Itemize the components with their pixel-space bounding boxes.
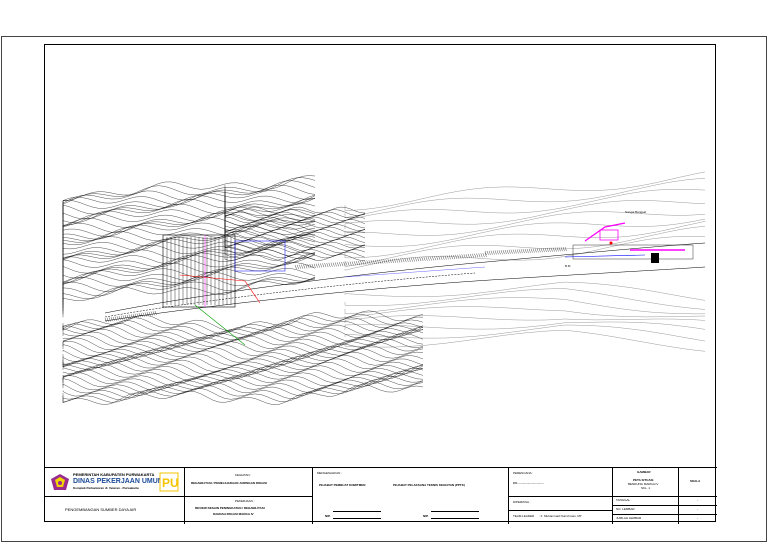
title-line-3: SKL. 1 xyxy=(641,486,651,490)
weir-structure xyxy=(162,234,486,346)
approval-label: MENGESAHKAN : xyxy=(317,471,343,475)
team-leader-label: TEAM LEADER xyxy=(513,514,535,518)
bm-label: B.M xyxy=(565,264,571,268)
svg-text:PU: PU xyxy=(162,476,179,490)
pptk-signature-line xyxy=(431,511,479,512)
title-line-2: BENDUNG MARGA IV xyxy=(628,482,659,486)
jumlah-lembar-value: - xyxy=(697,516,698,520)
perencana-label: PERENCANA : xyxy=(513,471,534,475)
consultant-divider-2 xyxy=(509,510,612,511)
red-point xyxy=(609,241,613,245)
pptk-title: PEJABAT PELAKSANA TEKNIS KEGIATAN (PPTK) xyxy=(393,483,465,487)
skala-label: SKALA xyxy=(690,479,701,483)
title-line-1: PETA SITUASI xyxy=(633,478,654,482)
tb-consultant-cell: PERENCANA : CV. ........................… xyxy=(509,468,613,524)
canal-structure-right xyxy=(564,222,694,263)
meta-divider-2 xyxy=(613,505,717,506)
magenta-structure-box xyxy=(599,229,619,241)
tb-scale-cell: SKALA - - - xyxy=(679,468,717,524)
intake-outline xyxy=(234,240,286,272)
contour-lines xyxy=(62,175,424,405)
nip-right-line xyxy=(431,518,479,519)
river-name-label: Sungai Bangsal xyxy=(625,210,646,214)
tanggal-label: TANGGAL xyxy=(616,498,631,502)
meta-divider-1 xyxy=(613,496,717,497)
org-line-3: Komplek Perkantoran Jl. Veteran - Purwak… xyxy=(73,486,139,490)
kegiatan-value: REHABILITASI / PEMELIHARAAN JARINGAN IRI… xyxy=(191,481,267,485)
drawing-sheet: Sungai Bangsal B.M PEMERINTAH KABUPATEN … xyxy=(44,44,717,524)
nip-right: NIP. xyxy=(423,514,429,518)
tb-title-cell: GAMBAR PETA SITUASI BENDUNG MARGA IV SKL… xyxy=(613,468,717,524)
perencana-value: CV. .............................. xyxy=(513,481,544,485)
pekerjaan-value-1: REVIEW DESAIN PENINGKATAN / REHABILITASI xyxy=(195,506,265,510)
tanggal-value: - xyxy=(697,498,698,502)
ppk-title: PEJABAT PEMBUAT KOMITMEN xyxy=(319,483,366,487)
gambar-label: GAMBAR xyxy=(637,470,651,474)
nip-left-line xyxy=(333,518,381,519)
nip-left: NIP. xyxy=(325,514,331,518)
ppk-signature-line xyxy=(333,511,381,512)
title-block: PEMERINTAH KABUPATEN PURWAKARTA DINAS PE… xyxy=(45,467,717,524)
outer-frame xyxy=(1,36,767,542)
no-lembar-label: NO. LEMBAR xyxy=(616,507,635,511)
org-line-2: DINAS PEKERJAAN UMUM xyxy=(73,478,164,485)
magenta-structure-line xyxy=(584,222,626,242)
org-line-1: PEMERINTAH KABUPATEN PURWAKARTA xyxy=(73,472,155,477)
site-plan-drawing: Sungai Bangsal B.M xyxy=(62,171,706,405)
red-alignment xyxy=(179,274,261,304)
blue-line xyxy=(344,266,486,278)
consultant-divider xyxy=(509,496,612,497)
pemkab-logo-icon xyxy=(51,474,69,490)
tb-divider-left xyxy=(45,496,313,497)
benchmark-block xyxy=(651,253,659,263)
pekerjaan-label: PEKERJAAN : xyxy=(235,499,255,503)
no-lembar-value: - xyxy=(697,507,698,511)
meta-divider-3 xyxy=(613,514,717,515)
kegiatan-label: KEGIATAN : xyxy=(235,473,252,477)
jumlah-lembar-label: JUMLAH LEMBAR xyxy=(616,516,642,520)
tb-project-cell: KEGIATAN : REHABILITASI / PEMELIHARAAN J… xyxy=(185,468,313,524)
pu-logo-icon: PU xyxy=(159,472,179,492)
canal-box xyxy=(572,244,694,260)
tb-approval-cell: MENGESAHKAN : PEJABAT PEMBUAT KOMITMEN P… xyxy=(313,468,509,524)
dept-label: PENGEMBANGAN SUMBER DAYA AIR xyxy=(65,507,137,512)
team-leader-value: : Ir. Muhammad Nurrohman, MT xyxy=(539,514,582,518)
green-alignment xyxy=(194,304,246,346)
tb-org-cell: PEMERINTAH KABUPATEN PURWAKARTA DINAS PE… xyxy=(45,468,185,524)
diperiksa-label: DIPERIKSA : xyxy=(513,500,531,504)
pekerjaan-value-2: DAERAH IRIGASI MARGA IV xyxy=(213,512,254,516)
river-channel xyxy=(104,242,706,322)
blue-canal-line xyxy=(564,254,646,258)
